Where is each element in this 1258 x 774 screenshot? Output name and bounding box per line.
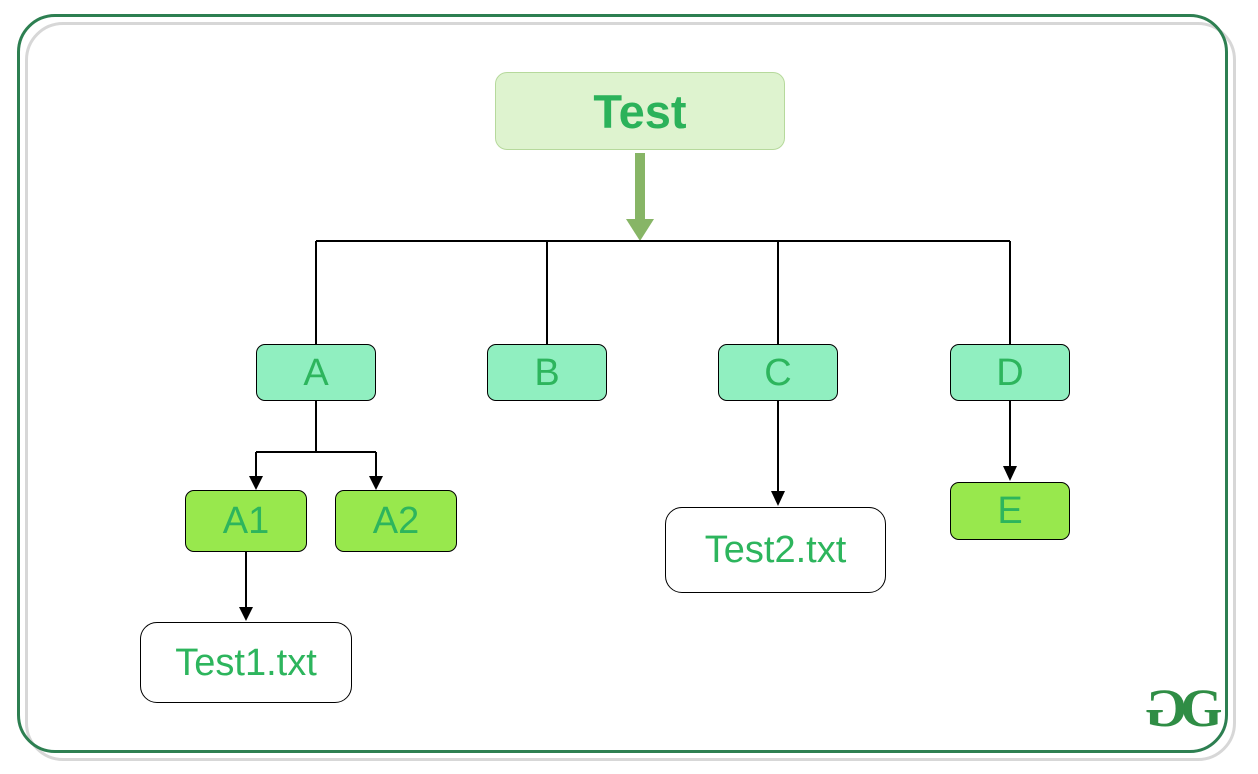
node-test2-label: Test2.txt bbox=[704, 529, 847, 571]
node-folder-d: D bbox=[950, 344, 1070, 401]
node-folder-c: C bbox=[718, 344, 838, 401]
node-c-label: C bbox=[764, 351, 792, 394]
node-b-label: B bbox=[534, 351, 560, 394]
edge-a1-to-test1 bbox=[239, 552, 253, 621]
node-file-test1: Test1.txt bbox=[140, 622, 352, 703]
node-test-label: Test bbox=[593, 84, 687, 138]
node-a-label: A bbox=[303, 351, 329, 394]
node-test-root: Test bbox=[495, 72, 785, 150]
logo-g-glyph: G bbox=[1180, 678, 1223, 738]
node-folder-a2: A2 bbox=[335, 490, 457, 552]
geeksforgeeks-logo: G G bbox=[1138, 678, 1230, 738]
node-e-label: E bbox=[997, 490, 1023, 532]
logo-mirrored-g-glyph: G bbox=[1145, 678, 1188, 738]
edge-a-to-a1-a2 bbox=[249, 401, 383, 490]
node-file-test2: Test2.txt bbox=[665, 507, 886, 593]
node-d-label: D bbox=[996, 351, 1024, 394]
node-test1-label: Test1.txt bbox=[175, 641, 317, 684]
node-folder-e: E bbox=[950, 482, 1070, 540]
node-a1-label: A1 bbox=[222, 500, 270, 542]
node-a2-label: A2 bbox=[372, 500, 420, 542]
edge-c-to-test2 bbox=[771, 401, 785, 506]
edge-rail-to-folders bbox=[315, 240, 1011, 344]
edge-d-to-e bbox=[1003, 401, 1017, 481]
frame-green-border bbox=[17, 14, 1228, 753]
node-folder-a1: A1 bbox=[185, 490, 307, 552]
edge-test-to-rail-arrow bbox=[626, 153, 654, 241]
node-folder-b: B bbox=[487, 344, 607, 401]
frame-shadow-border bbox=[25, 22, 1236, 761]
node-folder-a: A bbox=[256, 344, 376, 401]
